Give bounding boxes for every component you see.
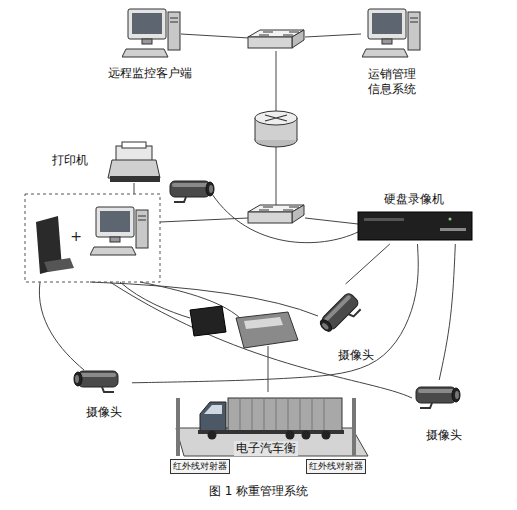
truck-scale-picture — [204, 405, 222, 414]
client-computer-icon — [122, 9, 180, 57]
display-and-terminal — [190, 306, 226, 336]
camera-icon — [74, 371, 118, 392]
truck-scale-picture — [240, 398, 324, 432]
network-cable — [134, 34, 361, 224]
video-cable — [39, 194, 412, 398]
infrared-sensor: 红外线对射器 — [306, 459, 366, 474]
node-label: 硬盘录像机 — [384, 192, 444, 207]
video-recorder-icon — [358, 212, 472, 240]
camera-icon — [416, 387, 460, 408]
network-cable — [305, 218, 358, 224]
video-recorder-icon — [449, 218, 452, 221]
node-label: 红外线对射器 — [173, 461, 227, 472]
printer: 打印机 — [42, 138, 164, 186]
video-cable — [439, 244, 455, 380]
node-label: 运销管理 信息系统 — [364, 67, 420, 97]
info-system-computer: 运销管理 信息系统 — [345, 6, 440, 102]
display-and-terminal — [190, 306, 298, 348]
video-cable — [346, 244, 390, 284]
truck-scale-picture — [176, 398, 368, 456]
video-cable — [110, 282, 412, 398]
workstation-group — [25, 194, 160, 282]
display-and-terminal — [236, 312, 298, 348]
node-label: 摄像头 — [426, 428, 462, 443]
router — [265, 115, 287, 121]
camera: 摄像头 — [64, 366, 132, 422]
truck-scale-picture — [208, 431, 217, 440]
router — [255, 118, 256, 140]
router — [255, 111, 297, 125]
node-label: 摄像头 — [338, 348, 374, 363]
truck-scale-picture — [228, 398, 342, 432]
network-cable — [276, 51, 277, 111]
truck-scale: 电子汽车衡红外线对射器 红外线对射器 — [166, 386, 368, 476]
video-cable — [132, 244, 418, 383]
truck-scale-picture — [302, 431, 311, 440]
camera-icon — [170, 181, 214, 202]
truck-scale-picture — [200, 402, 226, 432]
display-and-terminal — [244, 317, 283, 329]
network-cable — [276, 147, 277, 205]
infrared-sensor: 红外线对射器 — [170, 459, 230, 474]
truck-scale-picture — [352, 398, 356, 456]
printer-icon — [110, 176, 160, 182]
workstation-group — [25, 194, 160, 282]
node-label: 打印机 — [52, 153, 88, 168]
node-label: 远程监控客户端 — [108, 66, 192, 81]
node-label: 摄像头 — [86, 405, 122, 420]
network-cable — [134, 183, 135, 194]
client-computer: 远程监控客户端 — [95, 6, 205, 86]
router — [297, 118, 298, 140]
network-switch — [248, 30, 304, 48]
video-recorder-icon — [358, 212, 472, 240]
camera: 摄像头 — [306, 284, 378, 366]
workstation-group — [44, 258, 74, 272]
node-label: 红外线对射器 — [309, 461, 363, 472]
network-switch — [248, 205, 304, 223]
printer-icon — [122, 142, 146, 148]
truck-scale-picture — [176, 428, 368, 456]
figure-caption: 图 1 称重管理系统 — [0, 484, 517, 499]
workstation-group — [90, 207, 148, 255]
video-recorder-icon — [440, 228, 466, 231]
video-cable — [212, 194, 358, 243]
video-recorder: 硬盘录像机 — [352, 188, 478, 244]
network-cable — [181, 34, 249, 38]
node-label: 电子汽车衡 — [234, 441, 298, 456]
printer-icon — [108, 160, 160, 178]
truck-scale-picture — [176, 398, 180, 456]
video-recorder-icon — [364, 218, 404, 221]
truck-scale-picture — [286, 431, 295, 440]
video-cable — [39, 282, 84, 370]
printer-icon — [108, 142, 160, 182]
camera-icon — [318, 292, 364, 338]
truck-scale-picture — [322, 431, 331, 440]
video-cable — [268, 346, 269, 392]
camera: 摄像头 — [396, 380, 468, 446]
plus-sign: + — [70, 228, 82, 244]
network-cable — [305, 34, 361, 37]
info-system-computer-icon — [362, 9, 420, 57]
router — [255, 111, 297, 147]
